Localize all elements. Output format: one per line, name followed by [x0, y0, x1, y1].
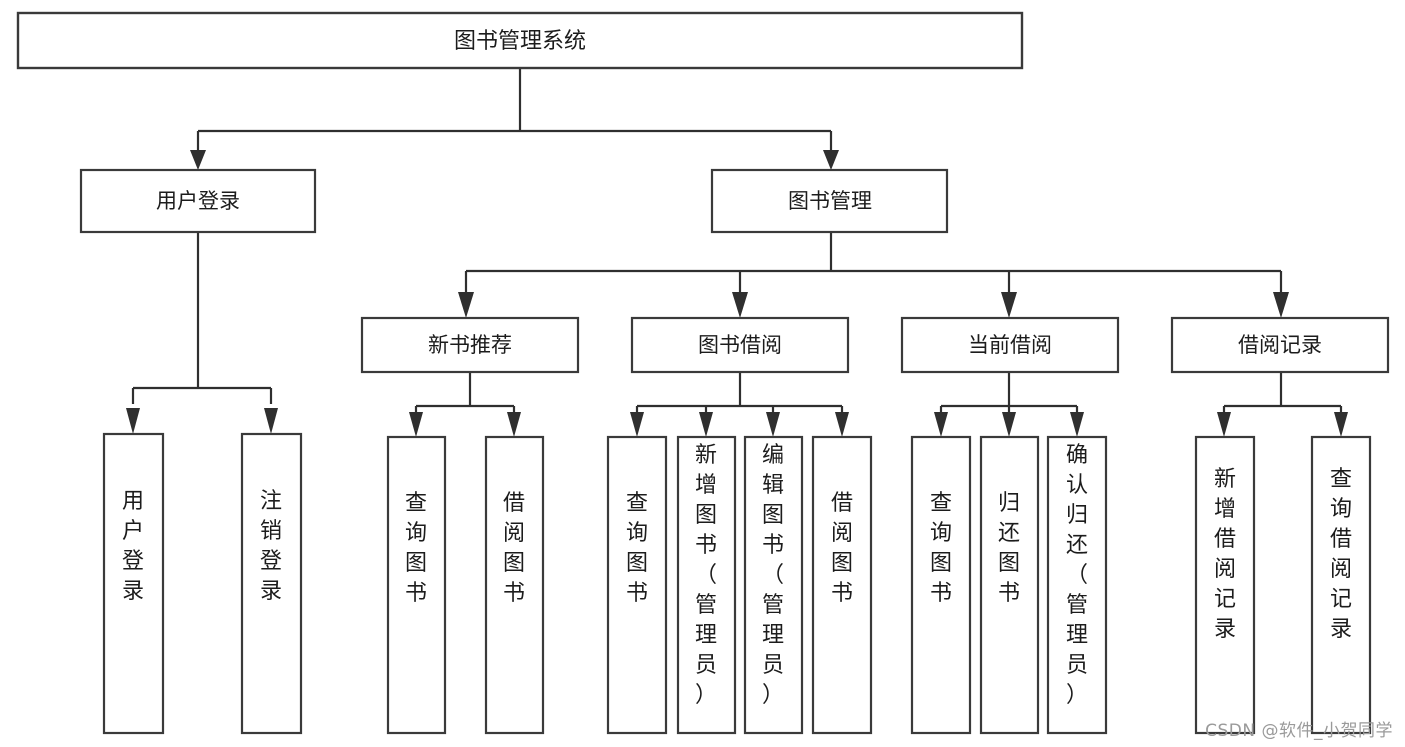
- leaf-query-record-box[interactable]: [1310, 435, 1372, 735]
- leaf-query-record[interactable]: 查询借阅记录: [1310, 435, 1372, 735]
- leaf-user-login[interactable]: 用户登录: [102, 432, 165, 735]
- node-borrow-record[interactable]: 借阅记录: [1170, 316, 1390, 374]
- leaf-add-book-label: 新增图书（管理员）: [695, 443, 717, 708]
- arrow-head-leaf-add-book: [699, 412, 713, 437]
- arrow-head-leaf-logout-login: [264, 408, 278, 434]
- node-current-borrow-box[interactable]: [900, 316, 1120, 374]
- node-book-management-label: 图书管理: [788, 189, 872, 213]
- leaf-borrow-book-1-label: 借阅图书: [503, 491, 525, 606]
- leaf-logout-login-box[interactable]: [240, 432, 303, 735]
- node-root-book-management-system[interactable]: 图书管理系统: [16, 11, 1024, 70]
- leaf-query-book-1-label: 查询图书: [405, 491, 427, 606]
- leaf-borrow-book-2[interactable]: 借阅图书: [811, 435, 873, 735]
- leaf-edit-book-label: 编辑图书（管理员）: [762, 443, 784, 708]
- arrow-head-book-borrow: [732, 292, 748, 318]
- leaf-borrow-book-2-label: 借阅图书: [831, 491, 853, 606]
- arrow-head-leaf-borrow-book-2: [835, 412, 849, 437]
- leaf-confirm-return[interactable]: 确认归还（管理员）: [1046, 435, 1108, 735]
- leaf-confirm-return-box[interactable]: [1046, 435, 1108, 735]
- leaf-return-book-box[interactable]: [979, 435, 1040, 735]
- leaf-query-book-2-box[interactable]: [606, 435, 668, 735]
- leaf-query-book-3-label: 查询图书: [930, 491, 952, 606]
- leaf-query-record-label: 查询借阅记录: [1330, 467, 1352, 642]
- leaf-edit-book-box[interactable]: [743, 435, 804, 735]
- arrow-head-leaf-add-record: [1217, 412, 1231, 437]
- node-user-login-box[interactable]: [79, 168, 317, 234]
- node-current-borrow-label: 当前借阅: [968, 333, 1052, 357]
- arrow-head-borrow-record: [1273, 292, 1289, 318]
- node-book-management-box[interactable]: [710, 168, 949, 234]
- leaf-query-book-2[interactable]: 查询图书: [606, 435, 668, 735]
- node-user-login-label: 用户登录: [156, 189, 240, 213]
- node-book-borrow-label: 图书借阅: [698, 333, 782, 357]
- leaf-user-login-label: 用户登录: [122, 489, 144, 604]
- node-user-login[interactable]: 用户登录: [79, 168, 317, 234]
- leaf-logout-login-label: 注销登录: [260, 489, 282, 604]
- leaf-add-book-box[interactable]: [676, 435, 737, 735]
- arrow-head-leaf-user-login: [126, 408, 140, 434]
- arrow-head-leaf-return-book: [1002, 412, 1016, 437]
- node-root-label: 图书管理系统: [454, 29, 586, 54]
- leaf-query-book-2-label: 查询图书: [626, 491, 648, 606]
- arrow-head-leaf-query-book-2: [630, 412, 644, 437]
- leaf-query-book-1-box[interactable]: [386, 435, 447, 735]
- node-borrow-record-box[interactable]: [1170, 316, 1390, 374]
- node-new-book-recommend-label: 新书推荐: [428, 333, 512, 357]
- leaf-borrow-book-2-box[interactable]: [811, 435, 873, 735]
- leaf-add-record-label: 新增借阅记录: [1214, 467, 1236, 642]
- arrow-head-new-book-recommend: [458, 292, 474, 318]
- arrow-head-leaf-query-book-1: [409, 412, 423, 437]
- node-book-borrow[interactable]: 图书借阅: [630, 316, 850, 374]
- arrow-head-current-borrow: [1001, 292, 1017, 318]
- leaf-return-book-label: 归还图书: [998, 491, 1020, 606]
- watermark-credit: CSDN @软件_小贺同学: [1205, 721, 1393, 741]
- node-root-box[interactable]: [16, 11, 1024, 70]
- arrow-head-leaf-borrow-book-1: [507, 412, 521, 437]
- node-current-borrow[interactable]: 当前借阅: [900, 316, 1120, 374]
- node-new-book-recommend-box[interactable]: [360, 316, 580, 374]
- leaf-confirm-return-label: 确认归还（管理员）: [1066, 443, 1088, 708]
- leaf-user-login-box[interactable]: [102, 432, 165, 735]
- node-new-book-recommend[interactable]: 新书推荐: [360, 316, 580, 374]
- node-book-management[interactable]: 图书管理: [710, 168, 949, 234]
- arrow-head-book-management: [823, 150, 839, 170]
- leaf-query-book-3[interactable]: 查询图书: [910, 435, 972, 735]
- leaf-query-book-3-box[interactable]: [910, 435, 972, 735]
- node-book-borrow-box[interactable]: [630, 316, 850, 374]
- connector-group: [126, 68, 1348, 437]
- leaf-borrow-book-1-box[interactable]: [484, 435, 545, 735]
- leaf-edit-book[interactable]: 编辑图书（管理员）: [743, 435, 804, 735]
- leaf-add-book[interactable]: 新增图书（管理员）: [676, 435, 737, 735]
- arrow-head-user-login: [190, 150, 206, 170]
- leaf-add-record-box[interactable]: [1194, 435, 1256, 735]
- leaf-query-book-1[interactable]: 查询图书: [386, 435, 447, 735]
- leaf-add-record[interactable]: 新增借阅记录: [1194, 435, 1256, 735]
- leaf-borrow-book-1[interactable]: 借阅图书: [484, 435, 545, 735]
- node-borrow-record-label: 借阅记录: [1238, 333, 1322, 357]
- leaf-logout-login[interactable]: 注销登录: [240, 432, 303, 735]
- arrow-head-leaf-confirm-return: [1070, 412, 1084, 437]
- arrow-head-leaf-query-book-3: [934, 412, 948, 437]
- leaf-return-book[interactable]: 归还图书: [979, 435, 1040, 735]
- arrow-head-leaf-edit-book: [766, 412, 780, 437]
- arrow-head-leaf-query-record: [1334, 412, 1348, 437]
